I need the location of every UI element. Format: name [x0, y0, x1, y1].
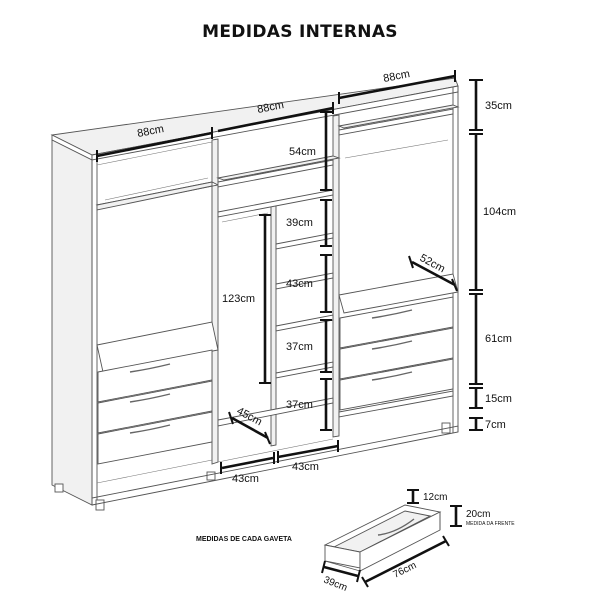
label-h-7: 7cm — [485, 419, 506, 431]
label-center-43: 43cm — [286, 278, 313, 290]
label-h-35: 35cm — [485, 100, 512, 112]
page-title: MEDIDAS INTERNAS — [202, 22, 398, 42]
label-top-right-width: 88cm — [382, 68, 411, 85]
drawer-detail — [321, 489, 462, 588]
label-center-37b: 37cm — [286, 399, 313, 411]
dimension-labels: 88cm 88cm 88cm 35cm 104cm 61cm 15cm 7cm … — [136, 68, 516, 485]
label-center-37a: 37cm — [286, 341, 313, 353]
label-drawer-height-12: 12cm — [423, 492, 447, 503]
label-center-54: 54cm — [289, 146, 316, 158]
label-bottom-43b: 43cm — [292, 461, 319, 473]
label-top-left-width: 88cm — [136, 123, 165, 140]
label-h-61: 61cm — [485, 333, 512, 345]
wardrobe — [50, 77, 460, 511]
label-center-39: 39cm — [286, 217, 313, 229]
label-top-center-width: 88cm — [256, 99, 285, 116]
label-drawer-depth-39: 39cm — [322, 575, 349, 594]
dimension-lines — [96, 70, 483, 474]
label-h-15: 15cm — [485, 393, 512, 405]
label-center-123: 123cm — [222, 293, 255, 305]
label-drawer-width-76: 76cm — [391, 560, 418, 581]
label-h-104: 104cm — [483, 206, 516, 218]
label-drawer-height-20: 20cm — [466, 509, 490, 520]
label-bottom-43a: 43cm — [232, 473, 259, 485]
drawer-caption: MEDIDAS DE CADA GAVETA — [196, 536, 292, 543]
label-drawer-height-20-note: MEDIDA DA FRENTE — [466, 521, 515, 527]
label-depth-45: 45cm — [235, 405, 264, 428]
